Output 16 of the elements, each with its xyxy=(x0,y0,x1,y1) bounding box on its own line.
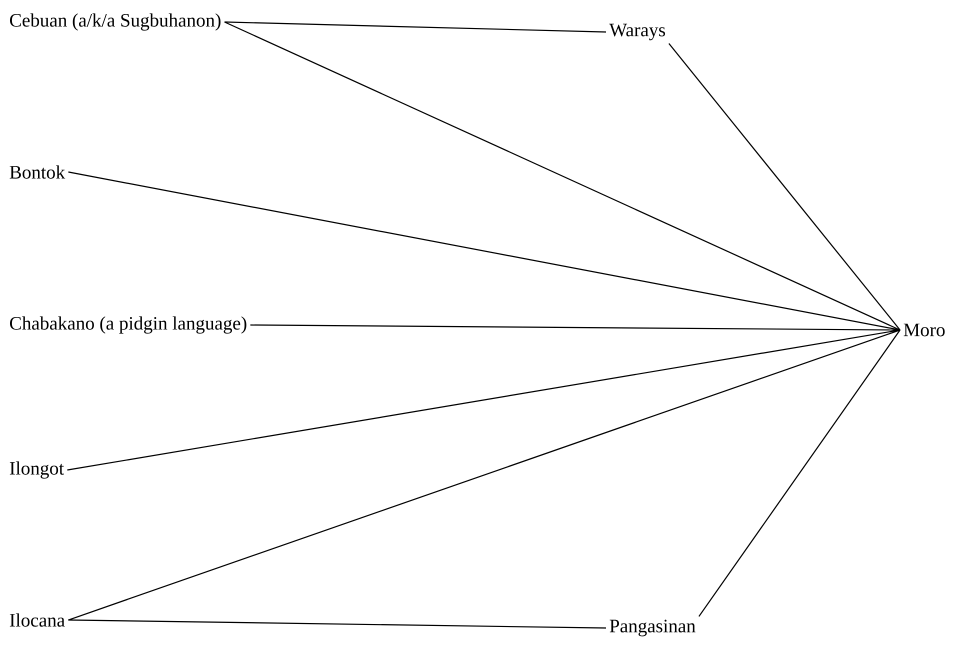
language-label: Pangasinan xyxy=(610,620,696,636)
connecting-line xyxy=(67,329,900,471)
language-label: Ilocana xyxy=(10,613,65,627)
connecting-line xyxy=(668,43,900,330)
connecting-line xyxy=(224,21,606,33)
connecting-line xyxy=(68,329,900,621)
connecting-line xyxy=(224,21,900,331)
language-label: Warays xyxy=(609,24,666,40)
language-label: Bontok xyxy=(10,165,66,179)
connecting-line xyxy=(698,330,900,617)
language-label: Ilongot xyxy=(10,461,64,479)
language-label: Cebuan (a/k/a Sugbuhanon) xyxy=(10,13,220,31)
language-label: Moro xyxy=(904,324,945,336)
connecting-line xyxy=(68,619,606,629)
language-label: Chabakano (a pidgin language) xyxy=(10,316,246,334)
connecting-line xyxy=(68,171,900,331)
